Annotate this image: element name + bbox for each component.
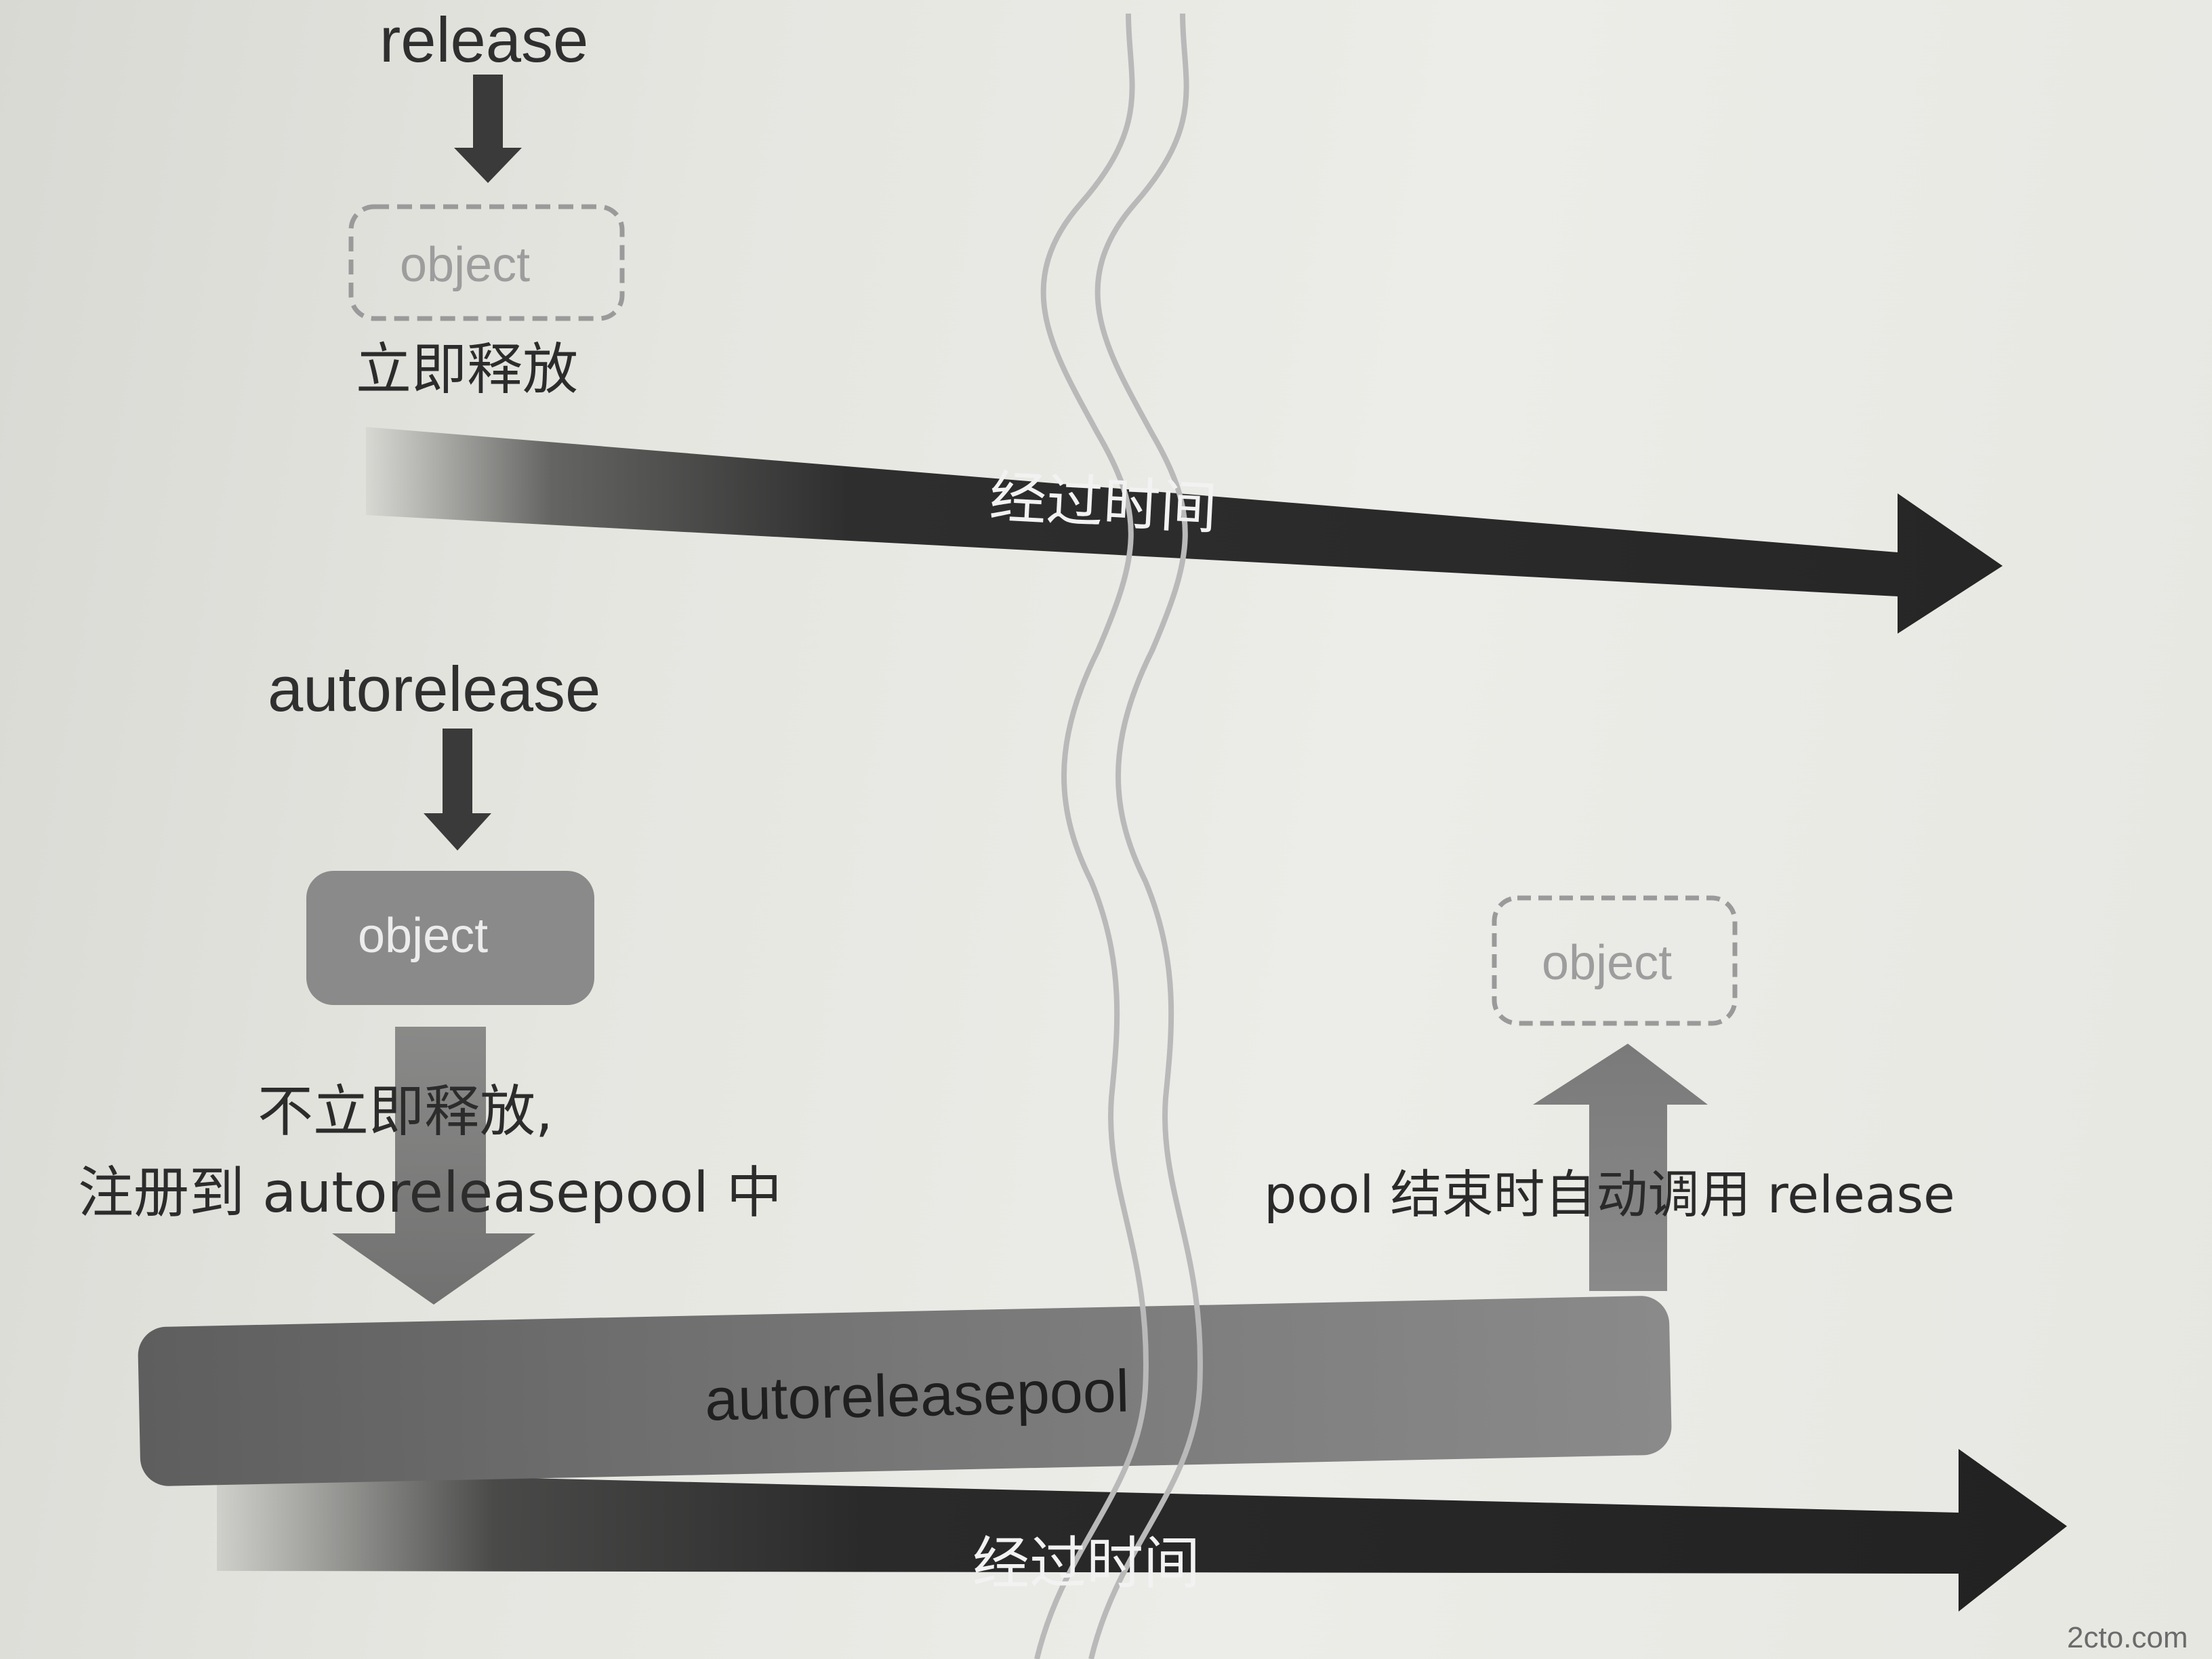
watermark-text: 2cto.com bbox=[2067, 1621, 2188, 1654]
bottom-timeline-label: 经过时间 bbox=[972, 1530, 1201, 1597]
wave-divider-left bbox=[1034, 13, 1149, 1659]
released-object-label: object bbox=[400, 238, 531, 292]
autorelease-down-arrow bbox=[424, 729, 491, 851]
top-timeline-label: 经过时间 bbox=[987, 464, 1219, 542]
autoreleasepool-label: autoreleasepool bbox=[704, 1357, 1130, 1433]
wave-divider-right bbox=[1088, 13, 1203, 1659]
pool-released-object-box bbox=[1492, 895, 1738, 1026]
released-object-box bbox=[348, 204, 625, 321]
autoreleased-object-label: object bbox=[358, 909, 489, 963]
register-to-pool-label: 注册到 autoreleasepool 中 bbox=[78, 1161, 782, 1225]
autoreleased-object-box bbox=[306, 871, 594, 1005]
release-down-arrow bbox=[454, 75, 522, 183]
pool-end-release-label: pool 结束时自动调用 release bbox=[1264, 1164, 1955, 1225]
bottom-timeline-arrow bbox=[217, 1449, 2067, 1612]
immediate-release-label: 立即释放 bbox=[356, 337, 579, 402]
autoreleasepool-bar bbox=[138, 1296, 1672, 1486]
autorelease-method-label: autorelease bbox=[268, 653, 601, 724]
not-immediate-release-label: 不立即释放, bbox=[258, 1080, 554, 1144]
register-down-arrow bbox=[332, 1027, 535, 1305]
pool-end-up-arrow bbox=[1533, 1044, 1708, 1291]
release-method-label: release bbox=[380, 4, 589, 75]
pool-released-object-label: object bbox=[1542, 936, 1673, 990]
